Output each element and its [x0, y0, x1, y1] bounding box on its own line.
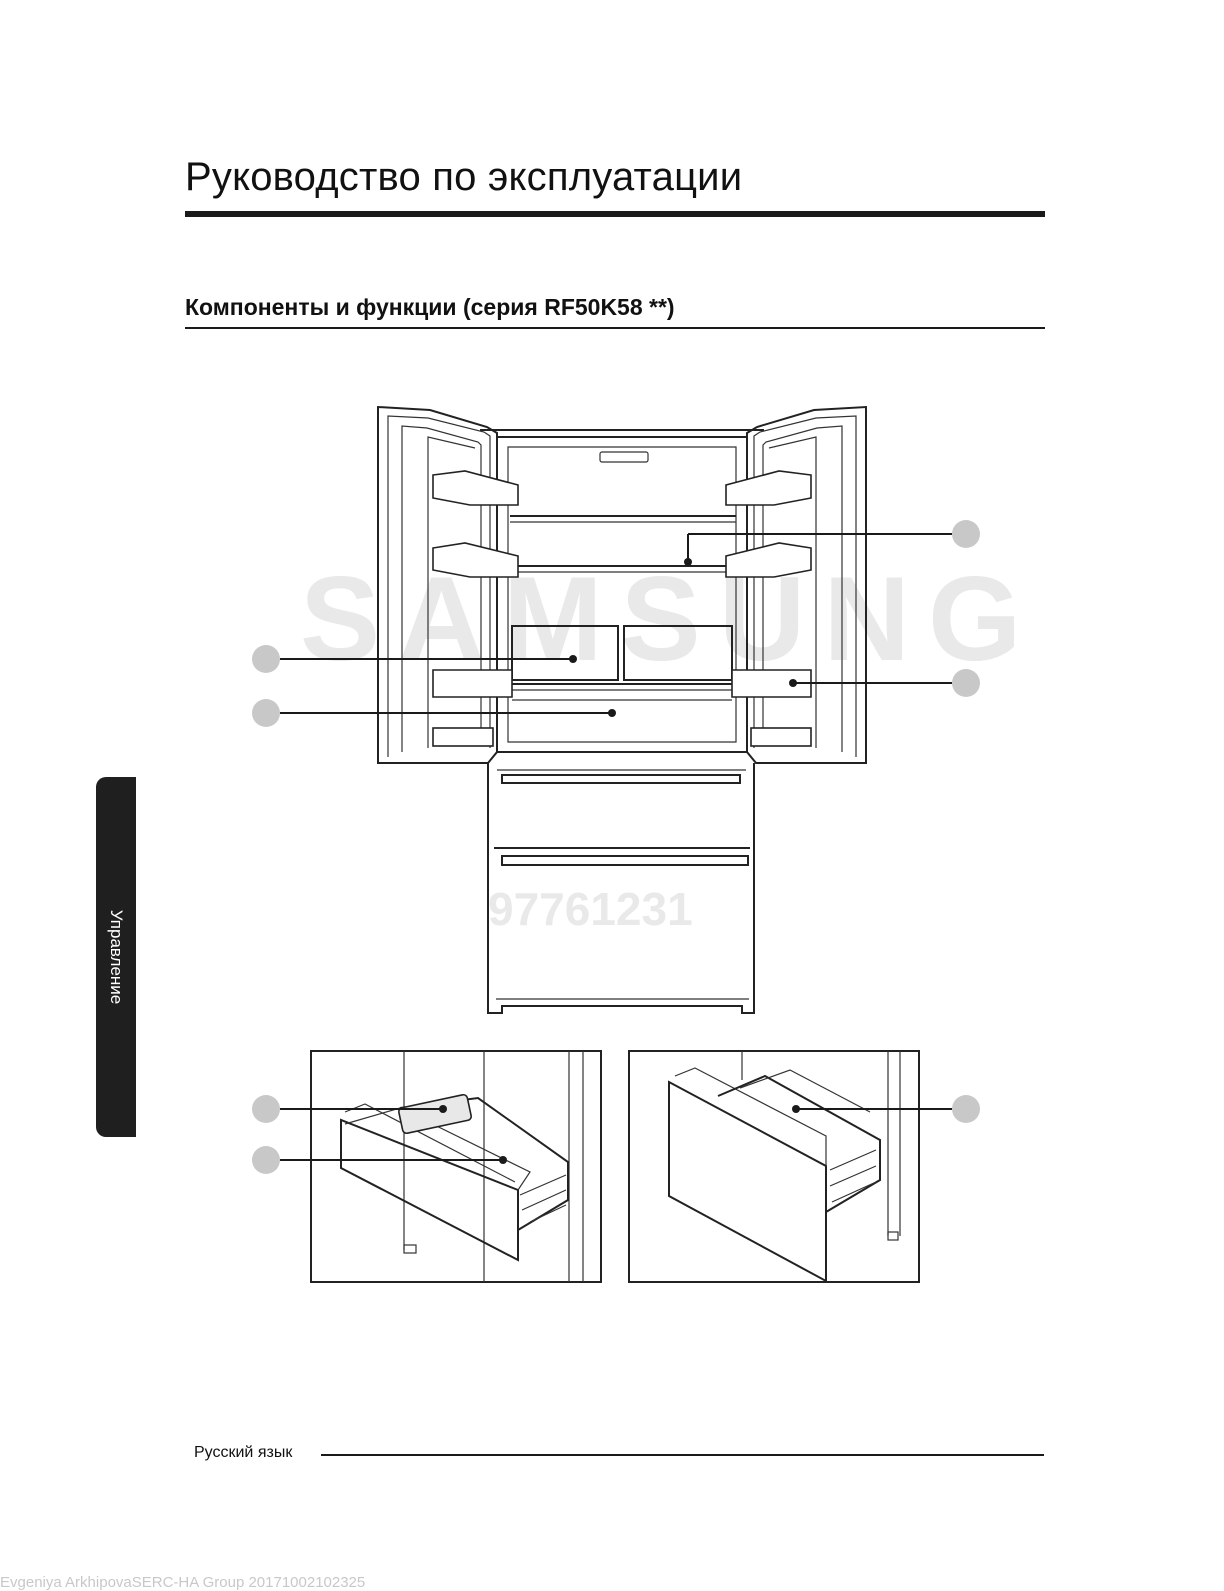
callout-ice-tray[interactable]	[252, 1095, 447, 1123]
callout-deli-drawer[interactable]	[252, 645, 577, 673]
side-tab[interactable]: Управление	[96, 777, 136, 1137]
right-door-bins	[725, 470, 812, 747]
page-title: Руководство по эксплуатации	[185, 155, 743, 199]
callout-freezer-drawer-right[interactable]	[792, 1095, 980, 1123]
diagram-watermark-number: 97761231	[488, 883, 693, 935]
left-door-bins	[432, 470, 519, 747]
footer-watermark: Evgeniya ArkhipovaSERC-HA Group 20171002…	[0, 1574, 366, 1591]
callout-freezer-drawer-left[interactable]	[252, 1146, 507, 1174]
inset-drawer-left	[310, 1050, 602, 1283]
callout-crisper[interactable]	[252, 699, 616, 727]
section-heading: Компоненты и функции (серия RF50K58 **)	[185, 294, 675, 320]
callout-shelf[interactable]	[684, 520, 980, 566]
footer-language: Русский язык	[194, 1444, 293, 1461]
section-rule	[185, 327, 1045, 329]
callout-door-bin[interactable]	[789, 669, 980, 697]
inset-drawer-right	[628, 1050, 920, 1283]
footer-rule	[321, 1454, 1044, 1456]
fridge-body	[377, 405, 867, 1014]
diagram-watermark: SAMSUNG	[300, 552, 1039, 686]
title-rule	[185, 211, 1045, 217]
